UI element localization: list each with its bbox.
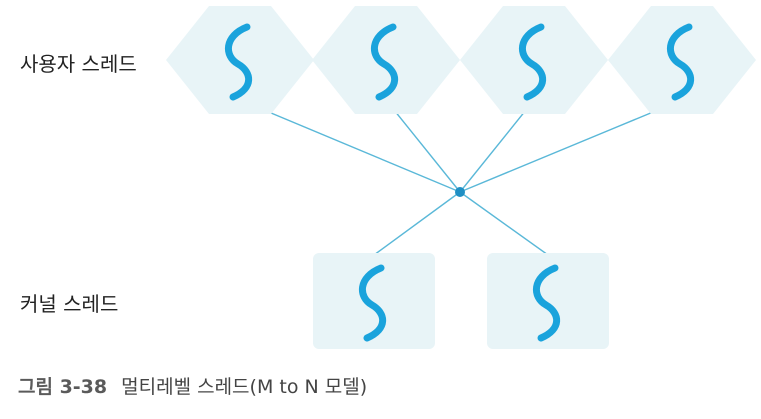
kernel-thread-row-label: 커널 스레드 — [20, 292, 119, 316]
user-thread-row-label: 사용자 스레드 — [20, 52, 137, 76]
figure-caption: 그림 3-38 멀티레벨 스레드(M to N 모델) — [18, 372, 367, 399]
user-thread-group — [166, 6, 756, 114]
figure-number: 그림 3-38 — [18, 376, 108, 398]
connector-lines — [239, 99, 683, 256]
kernel-thread-node — [487, 253, 609, 349]
user-to-hub-line — [239, 99, 461, 193]
user-thread-node — [166, 6, 314, 114]
user-to-hub-line — [385, 99, 461, 193]
kernel-thread-box — [487, 253, 609, 349]
user-thread-node — [460, 6, 608, 114]
multiplexer-hub-dot — [455, 187, 465, 197]
thread-squiggle-icon — [359, 264, 387, 342]
user-thread-node — [312, 6, 460, 114]
user-to-hub-line — [459, 99, 535, 193]
kernel-thread-box — [313, 253, 435, 349]
thread-squiggle-icon — [667, 23, 695, 101]
user-thread-hexagon — [166, 6, 314, 114]
thread-squiggle-icon — [533, 264, 561, 342]
user-thread-hexagon — [608, 6, 756, 114]
thread-squiggle-icon — [371, 23, 399, 101]
figure-title: 멀티레벨 스레드(M to N 모델) — [121, 376, 368, 398]
kernel-thread-node — [313, 253, 435, 349]
thread-squiggle-icon — [519, 23, 547, 101]
kernel-thread-group — [313, 253, 609, 349]
user-thread-hexagon — [312, 6, 460, 114]
hub-to-kernel-line — [459, 191, 549, 256]
user-thread-node — [608, 6, 756, 114]
hub-to-kernel-line — [373, 191, 461, 256]
user-thread-hexagon — [460, 6, 608, 114]
thread-squiggle-icon — [225, 23, 253, 101]
user-to-hub-line — [459, 99, 683, 193]
